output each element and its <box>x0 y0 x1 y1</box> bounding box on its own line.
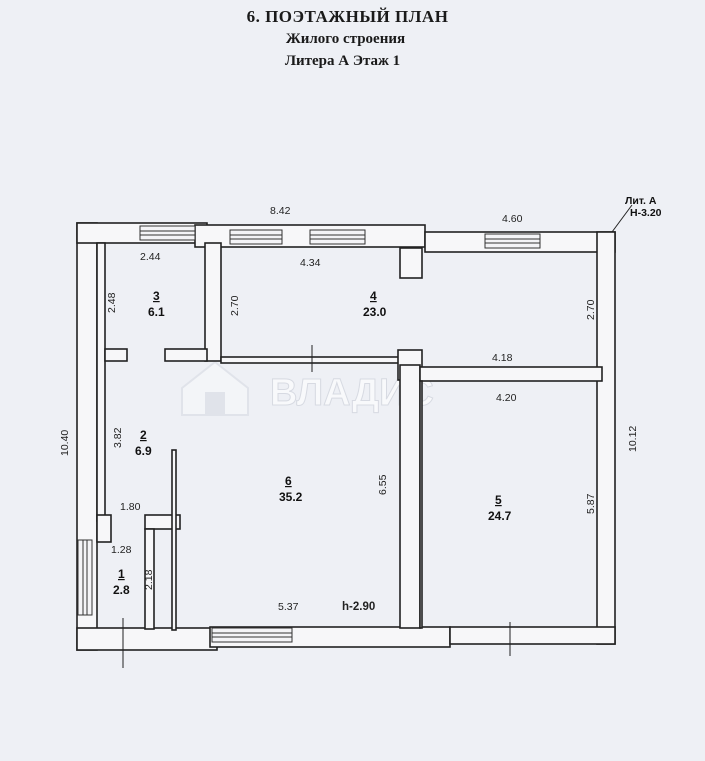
window-r1 <box>77 539 93 616</box>
room-1-number: 1 <box>118 567 125 581</box>
outer-walls <box>76 222 616 651</box>
room-1-area: 2.8 <box>113 583 130 597</box>
dim-r5-height: 5.87 <box>585 493 597 514</box>
room-5-area: 24.7 <box>488 509 512 523</box>
dim-r1-width: 1.28 <box>111 544 132 556</box>
plan-subtitle: Жилого строения <box>285 31 406 47</box>
window-bottom <box>211 627 293 643</box>
room-4-area: 23.0 <box>363 305 387 319</box>
windows <box>77 225 541 643</box>
dim-r4-left: 2.70 <box>229 295 241 316</box>
room-6-area: 35.2 <box>279 490 303 504</box>
room-6-number: 6 <box>285 474 292 488</box>
dim-right-total: 10.12 <box>627 426 639 452</box>
dim-r3-width: 2.44 <box>140 251 161 263</box>
ceiling-height: h-2.90 <box>342 601 375 613</box>
dim-r4-right: 2.70 <box>585 299 597 320</box>
watermark-logo <box>181 360 249 416</box>
interior-walls <box>96 242 603 631</box>
window-top-right <box>484 233 541 249</box>
plan-title: 6. ПОЭТАЖНЫЙ ПЛАН <box>246 7 449 26</box>
dim-r2-width: 1.80 <box>120 501 141 513</box>
litera-marker: Лит. А Н-3.20 <box>611 195 662 233</box>
window-r4-right <box>309 229 366 245</box>
dim-r4-width: 4.34 <box>300 257 321 269</box>
door-marks <box>122 345 511 668</box>
litera-label: Лит. А <box>625 195 657 207</box>
dim-r3-height: 2.48 <box>106 292 118 313</box>
room-5-number: 5 <box>495 493 502 507</box>
plan-title-block: 6. ПОЭТАЖНЫЙ ПЛАН Жилого строения Литера… <box>0 6 705 72</box>
window-r3 <box>139 225 196 241</box>
dimension-labels: 8.42 4.60 2.44 2.48 2.70 4.34 2.70 4.18 … <box>59 205 639 613</box>
room-2-area: 6.9 <box>135 444 152 458</box>
dim-r6-height: 6.55 <box>377 474 389 495</box>
plan-litera: Литера А Этаж 1 <box>284 53 401 69</box>
dim-left-total: 10.40 <box>59 430 71 456</box>
dim-r6-width: 5.37 <box>278 601 299 613</box>
dim-top-right: 4.60 <box>502 213 523 225</box>
dim-r2-height: 3.82 <box>112 427 124 448</box>
window-r4-left <box>229 229 283 245</box>
room-4-number: 4 <box>370 289 377 303</box>
room-3-area: 6.1 <box>148 305 165 319</box>
dim-r1-height: 2.18 <box>143 569 155 590</box>
room-2-number: 2 <box>140 428 147 442</box>
dim-r4-bottom: 4.18 <box>492 352 513 364</box>
dim-r5-width: 4.20 <box>496 392 517 404</box>
height-label: Н-3.20 <box>630 207 662 219</box>
room-labels: 3 6.1 4 23.0 2 6.9 6 35.2 5 24.7 1 2.8 <box>113 289 512 597</box>
dim-top-total: 8.42 <box>270 205 291 217</box>
room-3-number: 3 <box>153 289 160 303</box>
